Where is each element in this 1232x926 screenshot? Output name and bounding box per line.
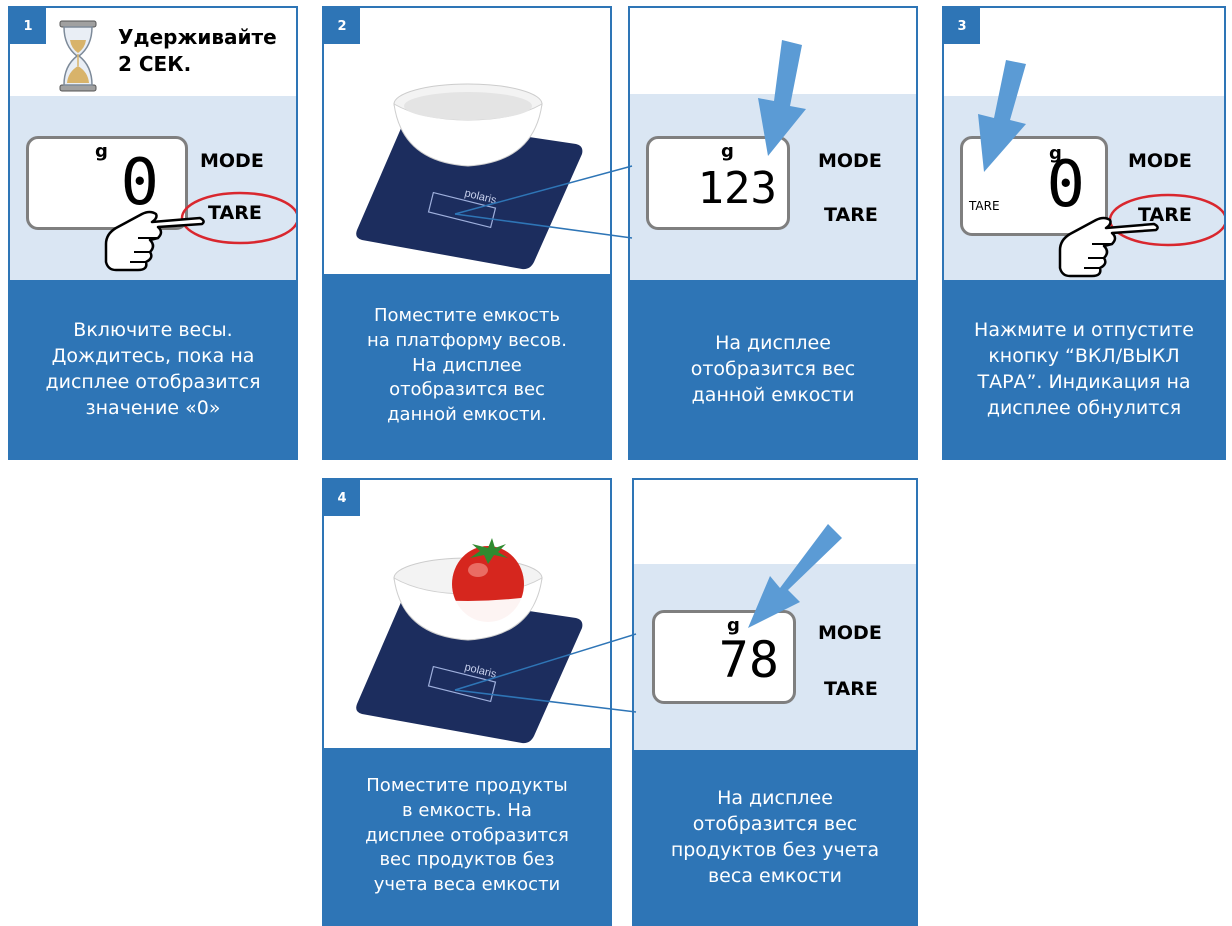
step-4-zoom-panel: g 78 MODE TARE На дисплее отобразится ве…: [632, 478, 918, 926]
display-value: 123: [697, 163, 777, 214]
mode-button-label: MODE: [818, 622, 882, 644]
arrow-down-icon: [758, 40, 806, 156]
unit-label: g: [95, 141, 108, 162]
tare-button-label: TARE: [824, 678, 878, 700]
step-caption: Нажмите и отпустите кнопку “ВКЛ/ВЫКЛ ТАР…: [944, 280, 1224, 458]
step-4-panel: 4 polaris Поместите продукты в емкость. …: [322, 478, 612, 926]
mode-button-label: MODE: [200, 150, 264, 172]
tare-button-highlight: [180, 191, 296, 245]
step-caption: Поместите продукты в емкость. На дисплее…: [324, 748, 610, 924]
scale-display: g 0: [26, 136, 188, 230]
kitchen-scale-with-bowl-image: polaris: [356, 83, 583, 270]
display-value: 0: [1046, 148, 1085, 222]
arrow-down-icon: [978, 60, 1026, 172]
hold-instruction: Удерживайте 2 СЕК.: [118, 25, 277, 76]
step-3-panel: 3 g TARE 0 MODE TARE Нажмите и отпустите…: [942, 6, 1226, 460]
step-caption: Включите весы. Дождитесь, пока на диспле…: [10, 280, 296, 458]
tare-button-label: TARE: [1138, 204, 1192, 226]
unit-label: g: [727, 615, 740, 636]
kitchen-scale-with-tomato-image: polaris: [356, 538, 583, 744]
unit-label: g: [721, 141, 734, 162]
step-number-badge: 2: [324, 8, 360, 44]
mode-button-label: MODE: [1128, 150, 1192, 172]
step-number-badge: 1: [10, 8, 46, 44]
tare-indicator: TARE: [969, 199, 1000, 213]
pointing-hand-icon: [1058, 216, 1159, 278]
tare-button-label: TARE: [208, 202, 262, 224]
display-value: 78: [718, 631, 779, 689]
step-1-panel: 1 Удерживайте 2 СЕК. g 0 MODE TARE Включ…: [8, 6, 298, 460]
mode-button-label: MODE: [818, 150, 882, 172]
step-caption: Поместите емкость на платформу весов. На…: [324, 274, 610, 458]
step-number-badge: 3: [944, 8, 980, 44]
step-2-panel: 2 polaris Поместите емкость на платформу…: [322, 6, 612, 460]
step-number-badge: 4: [324, 480, 360, 516]
arrow-down-left-icon: [748, 524, 842, 628]
step-caption: На дисплее отобразится вес данной емкост…: [630, 280, 916, 458]
unit-label: g: [1049, 143, 1062, 164]
hourglass-icon: [59, 20, 97, 92]
display-value: 0: [120, 146, 159, 220]
pointing-hand-icon: [104, 210, 205, 272]
tare-button-label: TARE: [824, 204, 878, 226]
scale-display: g 123: [646, 136, 790, 230]
step-caption: На дисплее отобразится вес продуктов без…: [634, 750, 916, 924]
scale-display: g 78: [652, 610, 796, 704]
step-2-zoom-panel: g 123 MODE TARE На дисплее отобразится в…: [628, 6, 918, 460]
